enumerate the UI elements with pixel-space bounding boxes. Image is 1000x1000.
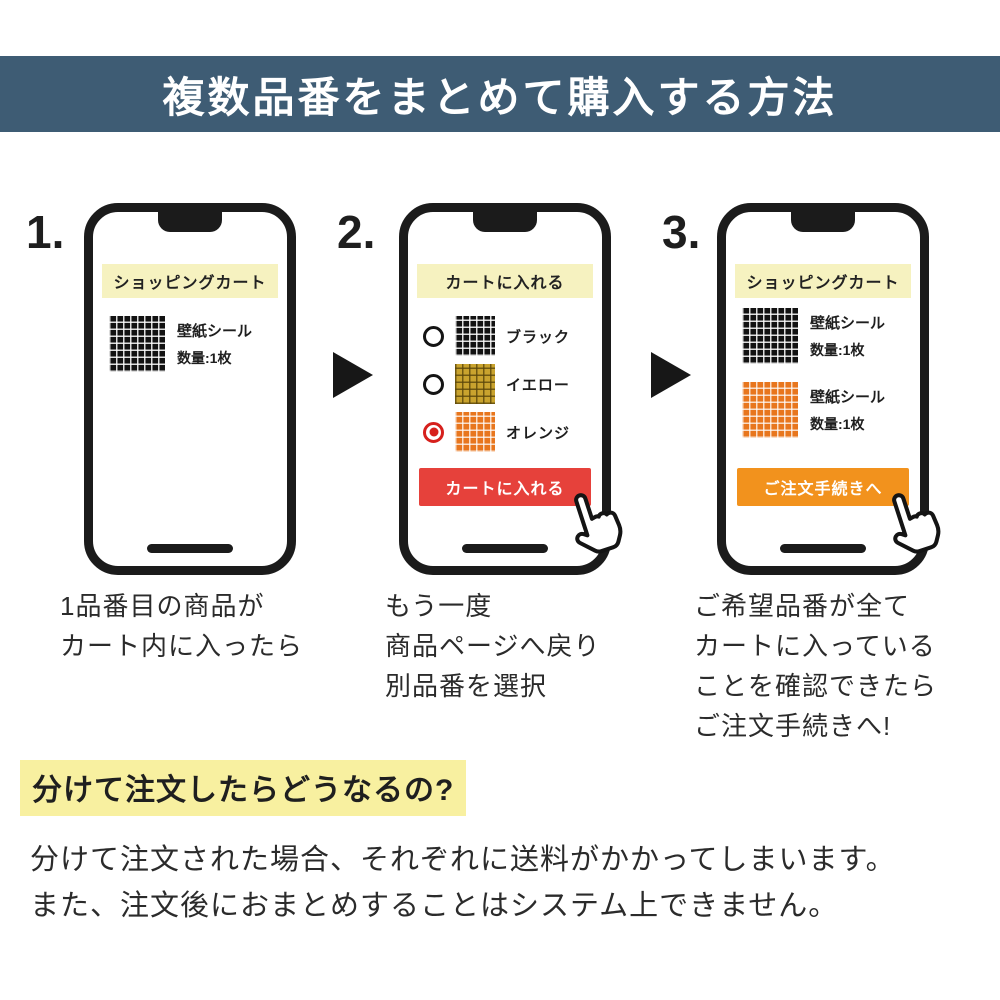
radio-unselected-icon[interactable] — [423, 373, 444, 395]
arrow-right-icon — [333, 352, 373, 398]
phone-frame-step-3: ショッピングカート 壁紙シール 数量:1枚 壁紙シール 数量:1枚 ご注文手続き… — [717, 203, 941, 575]
footer-heading-highlight: 分けて注文したらどうなるの? — [20, 760, 467, 816]
home-indicator — [462, 544, 548, 553]
phone-frame-step-1: ショッピングカート 壁紙シール 数量:1枚 — [84, 203, 296, 575]
product-name: 壁紙シール — [177, 323, 253, 340]
checkout-button[interactable]: ご注文手続きへ — [737, 468, 909, 506]
swatch-black — [742, 308, 798, 364]
caption-line: 別品番を選択 — [385, 671, 548, 701]
product-quantity: 数量:1枚 — [810, 342, 865, 358]
radio-selected-icon[interactable] — [423, 421, 444, 443]
caption-line: カート内に入ったら — [60, 631, 304, 661]
product-quantity: 数量:1枚 — [177, 350, 232, 366]
cart-banner: ショッピングカート — [102, 264, 278, 298]
phone-notch — [158, 212, 222, 232]
step-1-caption: 1品番目の商品が カート内に入ったら — [60, 586, 303, 666]
color-option-label: オレンジ — [506, 424, 571, 442]
step-3-number: 3. — [662, 206, 701, 258]
cart-item: 壁紙シール 数量:1枚 — [742, 308, 885, 364]
color-option-yellow[interactable]: イエロー — [423, 364, 570, 404]
color-option-orange[interactable]: オレンジ — [423, 412, 570, 452]
footer-heading: 分けて注文したらどうなるの? — [20, 760, 467, 816]
caption-line: ご注文手続きへ! — [694, 711, 892, 741]
hand-cursor-icon — [549, 475, 640, 566]
cart-item-text: 壁紙シール 数量:1枚 — [810, 312, 885, 360]
step-2-number: 2. — [337, 206, 376, 258]
home-indicator — [147, 544, 233, 553]
add-to-cart-banner: カートに入れる — [417, 264, 593, 298]
footer-body-line-1: 分けて注文された場合、それぞれに送料がかかってしまいます。 — [30, 844, 896, 876]
caption-line: ことを確認できたら — [694, 671, 938, 701]
cart-item: 壁紙シール 数量:1枚 — [109, 316, 252, 372]
color-option-black[interactable]: ブラック — [423, 316, 570, 356]
cart-item: 壁紙シール 数量:1枚 — [742, 382, 885, 438]
footer-body-line-2: また、注文後におまとめすることはシステム上できません。 — [30, 890, 839, 922]
radio-unselected-icon[interactable] — [423, 325, 444, 347]
add-to-cart-button[interactable]: カートに入れる — [419, 468, 591, 506]
swatch-yellow — [455, 364, 495, 404]
cart-item-text: 壁紙シール 数量:1枚 — [177, 320, 252, 368]
swatch-black — [109, 316, 165, 372]
caption-line: もう一度 — [385, 591, 493, 621]
cart-banner: ショッピングカート — [735, 264, 911, 298]
product-quantity: 数量:1枚 — [810, 416, 865, 432]
hand-cursor-icon — [867, 475, 958, 566]
step-1-number: 1. — [26, 206, 65, 258]
phone-notch — [791, 212, 855, 232]
product-name: 壁紙シール — [810, 389, 886, 406]
phone-notch — [473, 212, 537, 232]
caption-line: カートに入っている — [694, 631, 936, 661]
caption-line: 1品番目の商品が — [60, 591, 265, 621]
product-name: 壁紙シール — [810, 315, 886, 332]
phone-frame-step-2: カートに入れる ブラック イエロー オレンジ カートに入れる — [399, 203, 623, 575]
color-option-label: イエロー — [506, 376, 570, 394]
caption-line: ご希望品番が全て — [694, 591, 911, 621]
swatch-black — [455, 316, 495, 356]
arrow-right-icon — [651, 352, 691, 398]
swatch-orange — [455, 412, 495, 452]
color-option-label: ブラック — [506, 328, 571, 346]
step-3-caption: ご希望品番が全て カートに入っている ことを確認できたら ご注文手続きへ! — [694, 586, 937, 746]
page-title: 複数品番をまとめて購入する方法 — [162, 73, 838, 121]
caption-line: 商品ページへ戻り — [385, 631, 601, 661]
home-indicator — [780, 544, 866, 553]
cart-item-text: 壁紙シール 数量:1枚 — [810, 386, 885, 434]
page-title-banner: 複数品番をまとめて購入する方法 — [0, 56, 1000, 132]
swatch-orange — [742, 382, 798, 438]
step-2-caption: もう一度 商品ページへ戻り 別品番を選択 — [385, 586, 600, 706]
